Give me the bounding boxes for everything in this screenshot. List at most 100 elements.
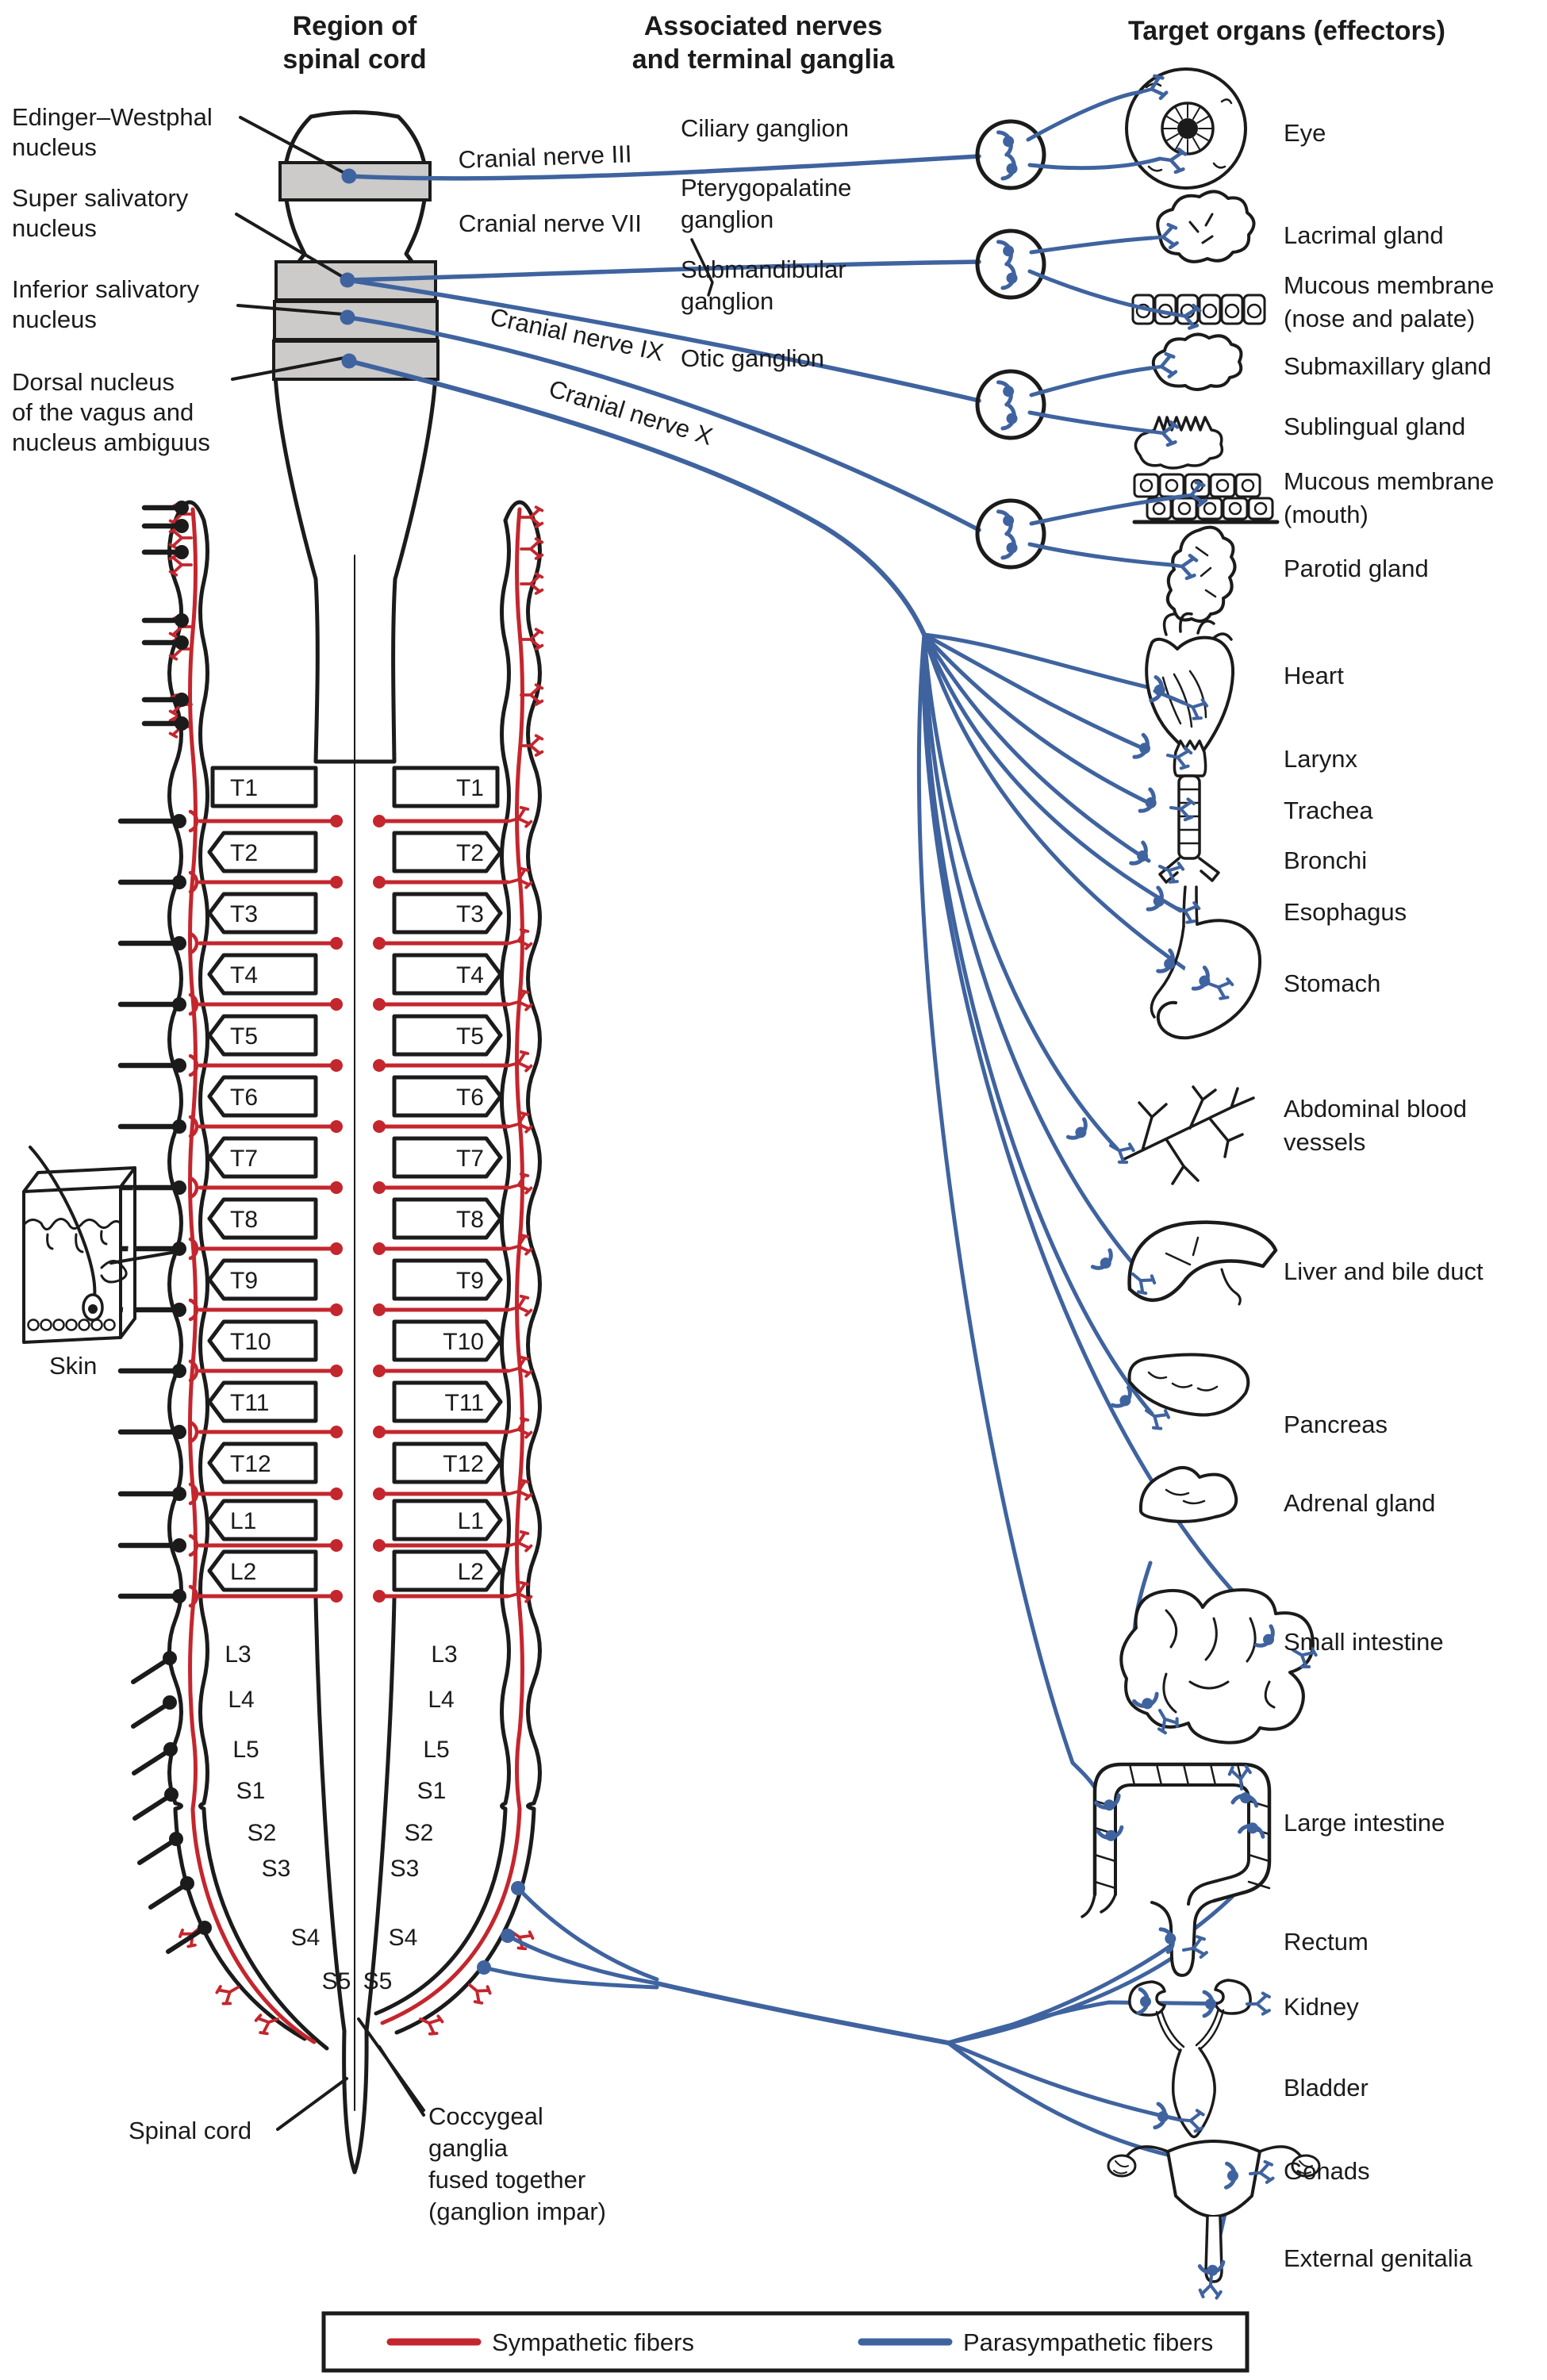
coccygeal-label: fused together [428, 2166, 585, 2194]
organ-label-small-intestine: Small intestine [1284, 1628, 1444, 1656]
ganglion-label: Pterygopalatine [681, 174, 851, 202]
column-header: spinal cord [282, 44, 426, 75]
kidney-icon [1128, 1979, 1252, 2052]
nerve-ending-icon [1169, 797, 1196, 822]
organ-label-sublingual: Sublingual gland [1284, 413, 1465, 440]
segment-label-right: L2 [458, 1559, 484, 1585]
organ-label-submaxillary: Submaxillary gland [1284, 352, 1491, 380]
terminal-ganglion-circle [975, 369, 1046, 440]
organ-label-mm-nose: Mucous membrane [1284, 271, 1494, 299]
segment-label-left: L2 [230, 1559, 256, 1585]
organ-label-trachea: Trachea [1284, 797, 1373, 824]
segment-label-right: T1 [456, 775, 484, 801]
segment-box-left [207, 1136, 318, 1179]
segment-box-left [207, 1380, 318, 1423]
nerve-ending-icon [508, 866, 533, 889]
segment-box-right [392, 953, 503, 996]
ganglion-label: ganglion [681, 287, 774, 315]
organ-label-liver: Liver and bile duct [1284, 1257, 1484, 1285]
segment-box-right [392, 1258, 503, 1301]
nerve-ending-icon [1172, 303, 1202, 330]
segment-box-right [392, 892, 503, 935]
synapse-icon [1156, 948, 1176, 973]
synapse-icon [1096, 1825, 1124, 1841]
spinal-cord-label: Spinal cord [129, 2117, 251, 2144]
nerve-ending-icon [1178, 480, 1208, 508]
segment-box-right [392, 1441, 503, 1484]
nerve-ending-icon [1178, 2109, 1205, 2133]
synapse-icon [1191, 965, 1211, 991]
segment-box-right [392, 1197, 503, 1240]
organ-label-larynx: Larynx [1284, 745, 1358, 773]
nerve-ending-icon [168, 554, 193, 577]
segment-label-right: T5 [456, 1023, 484, 1050]
segment-label-left: T12 [230, 1451, 271, 1477]
nerve-ending-icon [508, 1111, 533, 1134]
organ-label-stomach: Stomach [1284, 969, 1380, 997]
nucleus-label: nucleus [12, 305, 97, 333]
segment-box-left [207, 1549, 318, 1592]
segment-box-right [392, 1499, 503, 1541]
nerve-ending-icon [1150, 420, 1180, 447]
coccygeal-label: (ganglion impar) [428, 2198, 606, 2225]
ganglion-label: Otic ganglion [681, 344, 824, 372]
nerve-ending-icon [1169, 553, 1199, 581]
segment-box-right [392, 1319, 503, 1362]
abdominal-vessels-icon [1121, 1085, 1255, 1185]
segment-box-left [207, 953, 318, 996]
legend-label-sympathetic: Sympathetic fibers [492, 2328, 694, 2356]
segment-box-left [207, 1319, 318, 1362]
nerve-ending-icon [1130, 1272, 1157, 1296]
parasympathetic-fiber-layer [345, 154, 1303, 2279]
nerve-ending-icon [1157, 1708, 1179, 1735]
cranial-nerve-label: Cranial nerve IX [488, 303, 666, 367]
nerve-ending-icon [419, 2014, 444, 2036]
segment-box-right [392, 1136, 503, 1179]
synapse-icon [1158, 1927, 1177, 1954]
synapse-icon [1253, 1624, 1275, 1648]
segment-label-left: T2 [230, 840, 258, 866]
organ-label-mm-mouth: Mucous membrane [1284, 467, 1494, 495]
nerve-ending-icon [1173, 901, 1201, 924]
organ-label-gonads: Gonads [1284, 2157, 1370, 2185]
segment-label-right: T12 [443, 1451, 484, 1477]
nucleus-label: nucleus [12, 214, 97, 242]
segment-label-right: L5 [423, 1737, 449, 1763]
segment-box-left [207, 1499, 318, 1541]
synapse-icon [1000, 263, 1018, 290]
segment-label-right: S5 [363, 1968, 393, 1994]
nerve-ending-icon [508, 927, 533, 950]
organ-label-adrenal: Adrenal gland [1284, 1489, 1435, 1517]
ganglion-label: ganglion [681, 205, 774, 233]
segment-label-right: S3 [390, 1856, 420, 1882]
nerve-ending-icon [1157, 862, 1185, 884]
nerve-ending-icon [520, 537, 544, 560]
column-header: Target organs (effectors) [1128, 16, 1445, 46]
organ-label-abdominal: vessels [1284, 1128, 1365, 1156]
segment-label-right: S2 [405, 1820, 434, 1846]
nerve-ending-icon [1248, 2159, 1275, 2184]
segment-label-left: S4 [291, 1925, 321, 1951]
organ-label-esophagus: Esophagus [1284, 898, 1407, 926]
segment-box-left [207, 831, 318, 873]
organ-label-parotid: Parotid gland [1284, 555, 1429, 582]
synapse-icon [1153, 2102, 1169, 2130]
nerve-ending-icon [1291, 1647, 1318, 1668]
nucleus-label: nucleus [12, 133, 97, 161]
segment-label-right: T6 [456, 1084, 484, 1111]
nerve-ending-icon [508, 1478, 533, 1501]
segment-box-right [392, 1075, 503, 1118]
segment-label-right: T2 [456, 840, 484, 866]
segment-label-left: L5 [232, 1737, 259, 1763]
segment-box-right [392, 1549, 503, 1592]
nerve-ending-icon [1181, 1935, 1208, 1959]
nerve-ending-icon [168, 527, 193, 550]
synapse-icon [996, 240, 1015, 267]
segment-box-left [210, 766, 318, 808]
segment-label-left: T10 [230, 1329, 271, 1355]
cranial-nerve-label: Cranial nerve III [458, 140, 632, 174]
segment-box-right [392, 831, 503, 873]
nerve-ending-icon [1181, 698, 1209, 720]
